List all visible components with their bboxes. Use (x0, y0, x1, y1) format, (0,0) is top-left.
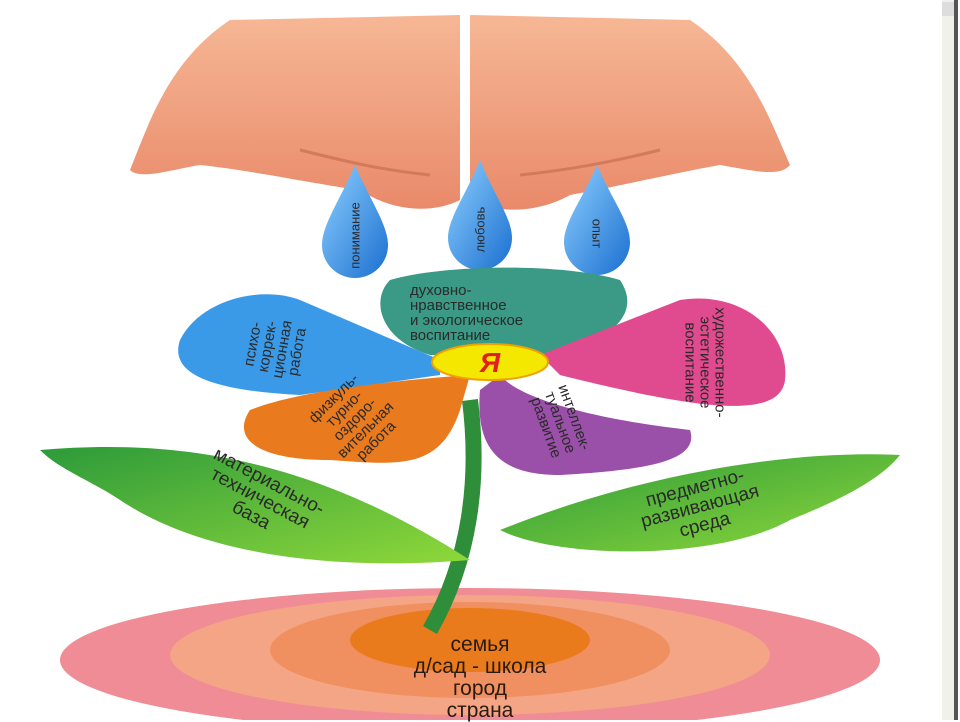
leaf-right (500, 454, 900, 552)
petal-right-label: художественно- эстетическое воспитание (681, 307, 729, 418)
scrollbar[interactable] (942, 0, 958, 720)
petal-top-label: духовно- нравственное и экологическое во… (410, 282, 524, 344)
ground-circles (60, 588, 880, 720)
scrollbar-thumb[interactable] (942, 2, 954, 16)
petal-bottom-right (479, 375, 692, 475)
ground-label-school: д/сад - школа (413, 655, 547, 678)
drop-label-love: любовь (472, 206, 488, 253)
petal-top (380, 267, 628, 355)
petal-right (540, 298, 786, 406)
petal-bottom-left (243, 375, 470, 463)
ground-label-family: семья (450, 633, 510, 656)
center-label: Я (479, 347, 501, 378)
drop-label-experience: опыт (589, 218, 605, 249)
water-drops (322, 160, 630, 278)
leaf-left (40, 447, 470, 564)
petal-left (178, 294, 441, 395)
center-circle (431, 343, 549, 381)
drop-label-understanding: понимание (347, 202, 363, 269)
hands-illustration (130, 15, 790, 210)
ground-label-country: страна (446, 699, 514, 722)
ground-label-city: город (452, 677, 508, 700)
stem (423, 399, 482, 634)
